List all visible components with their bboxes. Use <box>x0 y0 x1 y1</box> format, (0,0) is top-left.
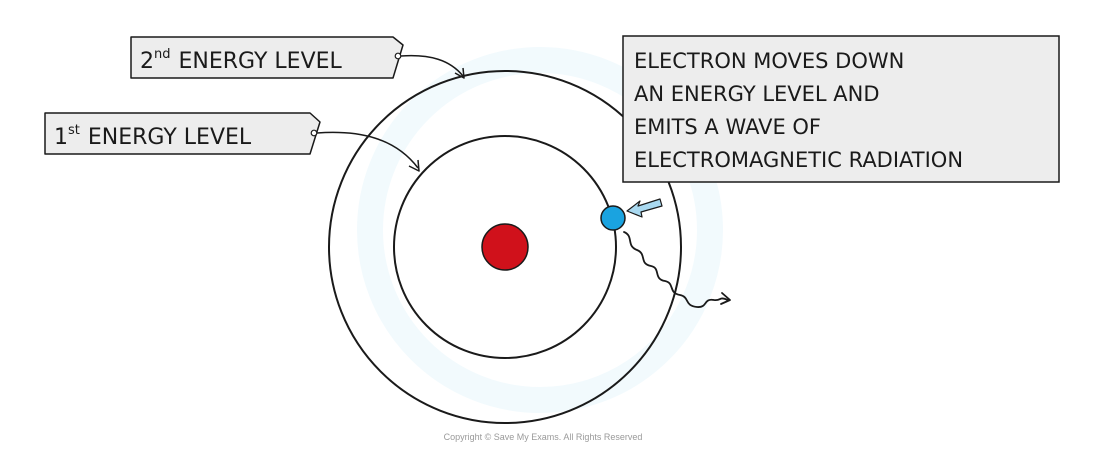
level2-number: 2 <box>140 49 154 74</box>
arrow-to-second-level <box>400 54 464 77</box>
em-wave <box>623 231 729 308</box>
level2-text: ENERGY LEVEL <box>179 49 343 74</box>
watermark-logo <box>357 47 723 413</box>
info-line-4: ELECTROMAGNETIC RADIATION <box>634 148 963 172</box>
arrowhead-first-level <box>408 159 420 172</box>
info-box: ELECTRON MOVES DOWN AN ENERGY LEVEL AND … <box>622 35 1060 183</box>
level2-suffix: nd <box>154 47 171 62</box>
level1-suffix: st <box>68 123 80 138</box>
copyright-text: Copyright © Save My Exams. All Rights Re… <box>444 432 643 442</box>
label-second-energy-level: 2nd ENERGY LEVEL <box>130 36 404 79</box>
level1-text: ENERGY LEVEL <box>88 125 252 150</box>
info-line-3: EMITS A WAVE OF <box>634 115 821 139</box>
level1-number: 1 <box>54 125 68 150</box>
movement-arrow-icon <box>626 198 663 218</box>
nucleus <box>481 223 529 271</box>
second-energy-level-shell <box>328 70 682 424</box>
info-line-2: AN ENERGY LEVEL AND <box>634 82 880 106</box>
arrow-to-first-level <box>316 131 419 169</box>
first-energy-level-shell <box>393 135 617 359</box>
em-wave-arrowhead <box>720 292 731 305</box>
arrowhead-second-level <box>454 67 465 79</box>
label-first-energy-level: 1st ENERGY LEVEL <box>44 112 321 155</box>
electron <box>600 205 626 231</box>
info-line-1: ELECTRON MOVES DOWN <box>634 49 904 73</box>
